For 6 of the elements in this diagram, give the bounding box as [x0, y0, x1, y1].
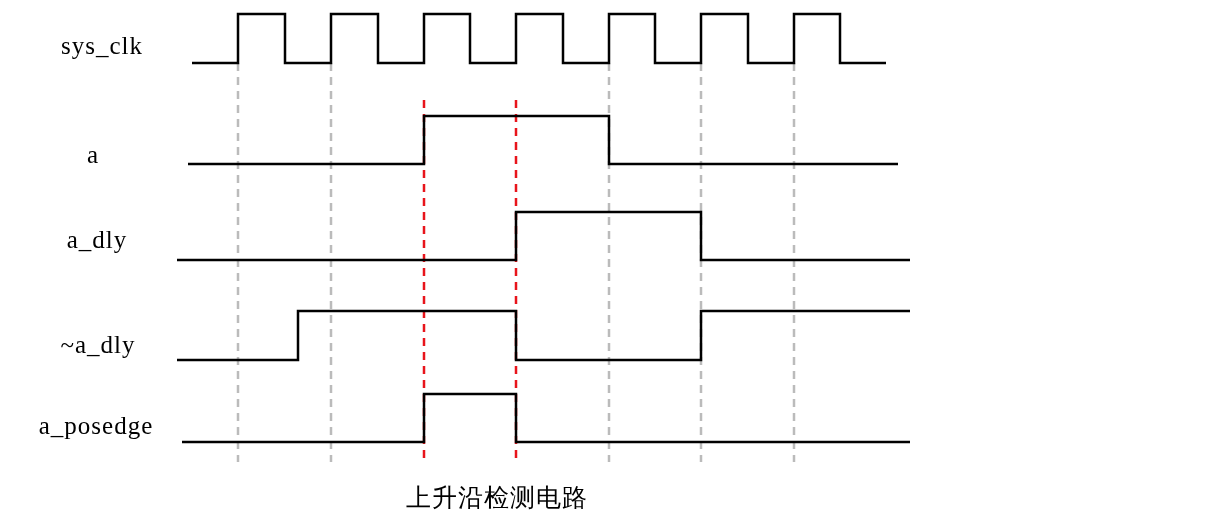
caption: 上升沿检测电路 [406, 481, 588, 514]
signal-label: sys_clk [61, 32, 143, 60]
signal-label: a_posedge [38, 412, 154, 440]
signal-label: a_dly [66, 226, 128, 254]
signal-label: ~a_dly [60, 331, 136, 359]
signal-label: a [86, 141, 100, 169]
